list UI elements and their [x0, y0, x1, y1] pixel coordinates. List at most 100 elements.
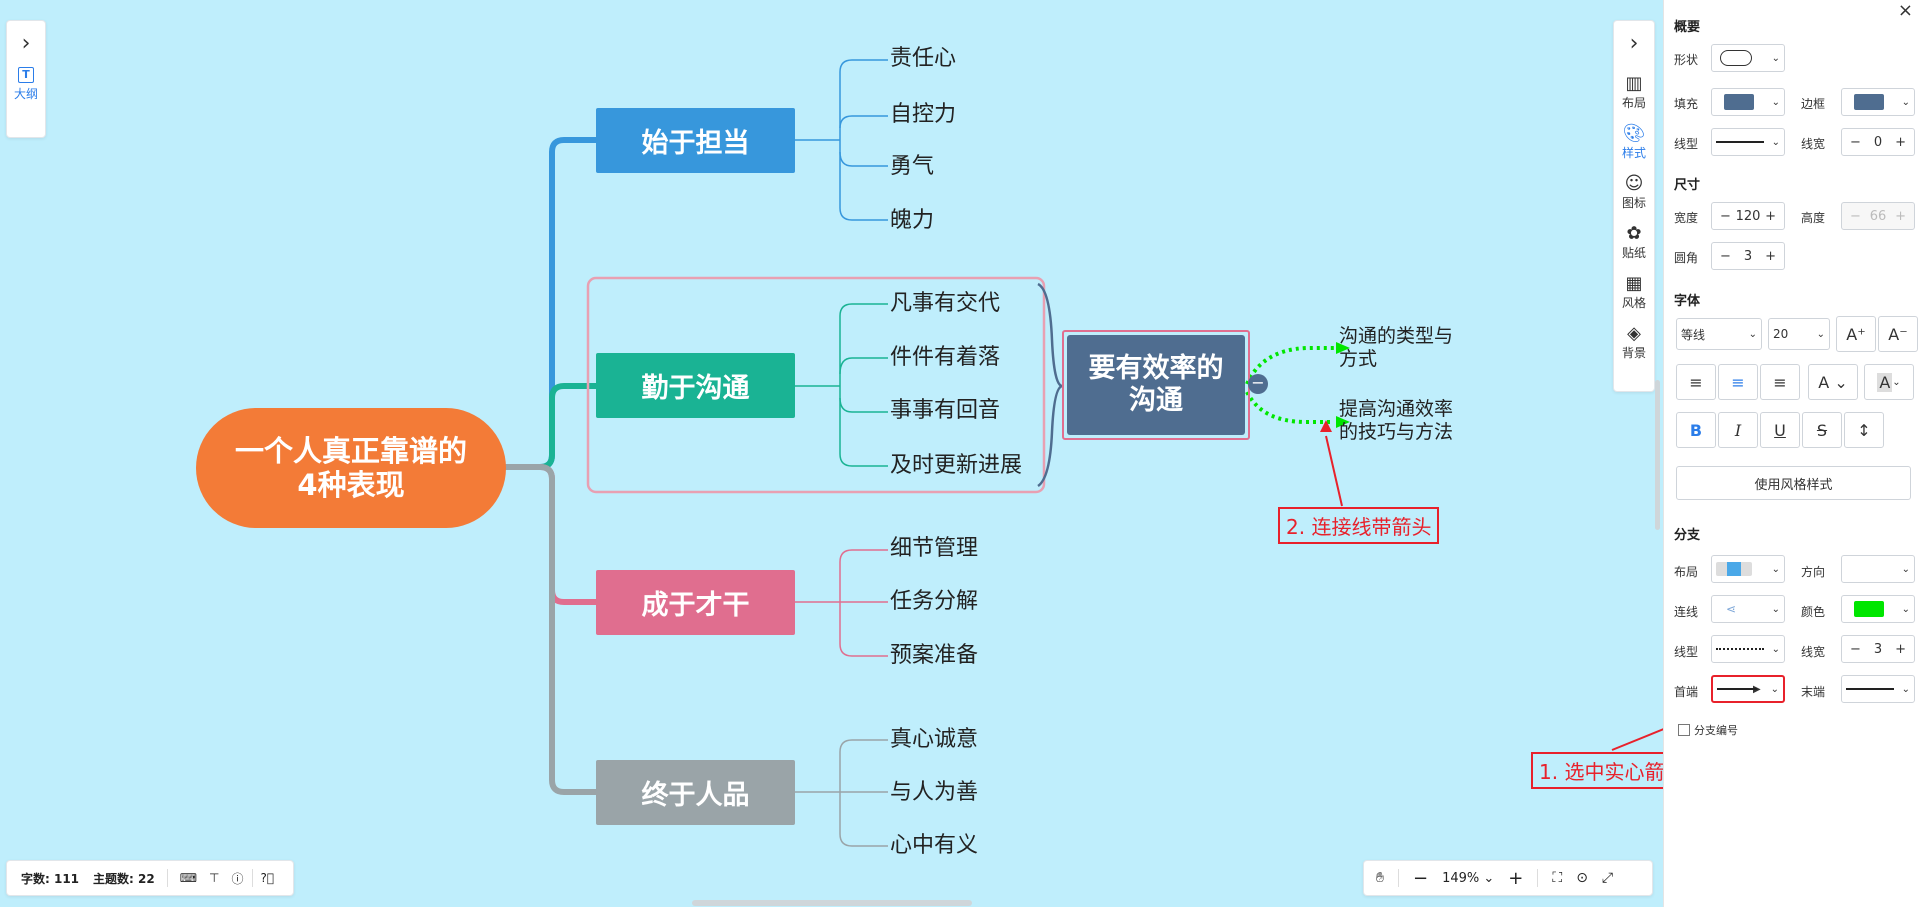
connector-style-icon: ⋖	[1726, 602, 1737, 616]
connector-select[interactable]: ⋖ ⌄	[1711, 595, 1785, 623]
leaf-topic[interactable]: 真心诚意	[890, 727, 979, 752]
highlight-color-button[interactable]: A ⌄	[1864, 364, 1914, 400]
toolbar-icon[interactable]: ☺ 图标	[1614, 167, 1654, 217]
word-count: 字数: 111	[21, 871, 80, 886]
line-width-stepper[interactable]: −0+	[1841, 128, 1915, 156]
fill-color-select[interactable]: ⌄	[1711, 88, 1785, 116]
zoom-level-select[interactable]: 149% ⌄	[1442, 870, 1495, 886]
plus-icon[interactable]: +	[1765, 248, 1776, 264]
radius-value: 3	[1743, 248, 1753, 264]
text-color-button[interactable]: A ⌄	[1808, 364, 1858, 400]
annotation-select-arrow: 1. 选中实心箭头	[1531, 752, 1663, 789]
minus-icon[interactable]: −	[1720, 208, 1731, 224]
branch-1-topic[interactable]: 始于担当	[596, 108, 795, 173]
font-decrease-button[interactable]: A⁻	[1878, 316, 1918, 352]
expand-left-button[interactable]: ›	[7, 21, 45, 67]
leaf-topic[interactable]: 自控力	[890, 102, 957, 127]
toolbar-layout[interactable]: ▥ 布局	[1614, 67, 1654, 117]
numbering-checkbox[interactable]	[1678, 724, 1690, 736]
underline-button[interactable]: U	[1760, 412, 1800, 448]
line-type-select[interactable]: ⌄	[1711, 128, 1785, 156]
summary-subtopic[interactable]: 沟通的类型与方式	[1339, 325, 1454, 370]
branch-color-label: 颜色	[1801, 605, 1826, 619]
vertical-scrollbar[interactable]	[1655, 380, 1660, 530]
mindmap-canvas[interactable]: 一个人真正靠谱的4种表现 始于担当 勤于沟通 成于才干 终于人品 责任心 自控力…	[0, 0, 1663, 907]
fill-swatch	[1724, 94, 1754, 110]
expand-right-button[interactable]: ›	[1614, 21, 1654, 67]
width-stepper[interactable]: −120+	[1711, 202, 1785, 230]
toolbar-style[interactable]: 🎨︎ 样式	[1614, 117, 1654, 167]
info-icon[interactable]: ⓘ	[231, 871, 244, 886]
root-topic[interactable]: 一个人真正靠谱的4种表现	[196, 408, 506, 528]
zoom-in-button[interactable]: +	[1508, 867, 1524, 889]
toolbar-theme[interactable]: ▦ 风格	[1614, 267, 1654, 317]
align-right-button[interactable]: ≡	[1760, 364, 1800, 400]
leaf-topic[interactable]: 事事有回音	[890, 398, 1001, 423]
leaf-topic[interactable]: 心中有义	[890, 833, 979, 858]
branch-2-topic[interactable]: 勤于沟通	[596, 353, 795, 418]
font-family-select[interactable]: 等线 ⌄	[1676, 318, 1762, 350]
plus-icon[interactable]: +	[1765, 208, 1776, 224]
zoom-out-button[interactable]: −	[1412, 867, 1429, 889]
branch-3-topic[interactable]: 成于才干	[596, 570, 795, 635]
italic-icon: I	[1734, 420, 1742, 440]
leaf-topic[interactable]: 与人为善	[890, 780, 979, 805]
summary-topic-text: 要有效率的沟通	[1088, 353, 1224, 416]
leaf-topic[interactable]: 及时更新进展	[890, 453, 1023, 478]
align-left-button[interactable]: ≡	[1676, 364, 1716, 400]
start-arrow-select[interactable]: ▶ ⌄	[1711, 675, 1785, 703]
branch-line-type-select[interactable]: ⌄	[1711, 635, 1785, 663]
fullscreen-icon[interactable]: ⤢	[1601, 870, 1614, 886]
leaf-topic[interactable]: 责任心	[890, 46, 957, 71]
leaf-topic[interactable]: 凡事有交代	[890, 291, 1001, 316]
fill-label: 填充	[1674, 97, 1699, 111]
font-increase-button[interactable]: A⁺	[1836, 316, 1876, 352]
minus-icon[interactable]: −	[1850, 134, 1861, 150]
font-size-select[interactable]: 20 ⌄	[1768, 318, 1830, 350]
horizontal-scrollbar[interactable]	[692, 900, 972, 906]
branch-line-width-stepper[interactable]: −3+	[1841, 635, 1915, 663]
bold-button[interactable]: B	[1676, 412, 1716, 448]
end-arrow-select[interactable]: ⌄	[1841, 675, 1915, 703]
dotted-line-icon	[1716, 648, 1764, 650]
use-style-button[interactable]: 使用风格样式	[1676, 466, 1911, 500]
leaf-topic[interactable]: 勇气	[890, 154, 935, 179]
leaf-topic[interactable]: 魄力	[890, 208, 935, 233]
summary-subtopic[interactable]: 提高沟通效率的技巧与方法	[1339, 398, 1454, 443]
locate-icon[interactable]: ⊙	[1576, 870, 1588, 886]
minus-icon[interactable]: −	[1850, 641, 1861, 657]
leaf-topic[interactable]: 任务分解	[890, 589, 979, 614]
fit-view-icon[interactable]: ⛶	[1552, 870, 1563, 886]
outline-button[interactable]: T 大纲	[7, 67, 45, 102]
close-icon[interactable]: ×	[1897, 0, 1913, 21]
italic-button[interactable]: I	[1718, 412, 1758, 448]
help-icon[interactable]: ?⃝	[260, 871, 275, 885]
radius-stepper[interactable]: −3 +	[1711, 242, 1785, 270]
hand-icon[interactable]: ✋︎	[1376, 870, 1384, 886]
toolbar-background[interactable]: ◈ 背景	[1614, 317, 1654, 367]
align-left-icon: ≡	[1689, 372, 1703, 392]
line-spacing-button[interactable]: ↕	[1844, 412, 1884, 448]
leaf-topic[interactable]: 细节管理	[890, 536, 979, 561]
height-label: 高度	[1801, 211, 1826, 225]
layout-toggle-icon[interactable]: ⊤	[209, 871, 220, 885]
plus-icon[interactable]: +	[1895, 641, 1906, 657]
minus-icon[interactable]: −	[1720, 248, 1731, 264]
align-center-button[interactable]: ≡	[1718, 364, 1758, 400]
direction-select[interactable]: ⌄	[1841, 555, 1915, 583]
summary-topic[interactable]: 要有效率的沟通	[1067, 335, 1245, 435]
numbering-option[interactable]: 分支编号	[1678, 722, 1738, 738]
border-color-select[interactable]: ⌄	[1841, 88, 1915, 116]
branch-4-topic[interactable]: 终于人品	[596, 760, 795, 825]
branch-color-select[interactable]: ⌄	[1841, 595, 1915, 623]
toolbar-sticker[interactable]: ✿ 贴纸	[1614, 217, 1654, 267]
shape-select[interactable]: ⌄	[1711, 44, 1785, 72]
collapse-icon[interactable]: −	[1248, 374, 1268, 394]
branch-layout-select[interactable]: ⌄	[1711, 555, 1785, 583]
leaf-topic[interactable]: 件件有着落	[890, 345, 1001, 370]
keyboard-icon[interactable]: ⌨	[179, 871, 198, 885]
branch-title: 终于人品	[641, 780, 750, 811]
leaf-topic[interactable]: 预案准备	[890, 643, 979, 668]
strikethrough-button[interactable]: S	[1802, 412, 1842, 448]
plus-icon[interactable]: +	[1895, 134, 1906, 150]
